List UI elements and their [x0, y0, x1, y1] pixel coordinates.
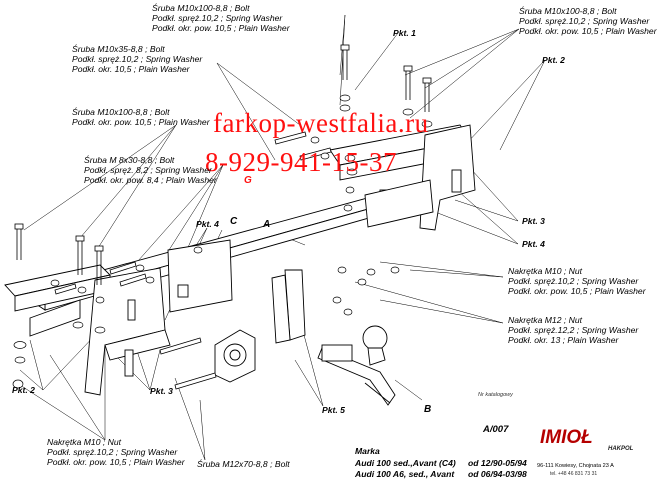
- diagonal-bolts: [54, 131, 332, 390]
- catalog-number: A/007: [483, 424, 509, 435]
- right-bracket: [329, 124, 476, 231]
- catalog-label: Nr katalogowy: [478, 392, 513, 398]
- marka-row-2-years: od 06/94-03/98: [468, 469, 527, 479]
- brand-logo: IMIOŁ: [540, 427, 593, 448]
- towbar-exploded-diagram: [4, 14, 546, 461]
- point-4-right: Pkt. 4: [522, 239, 545, 249]
- point-2-bottom: Pkt. 2: [12, 385, 35, 395]
- part-letter-c: C: [230, 216, 238, 227]
- brand-logo-sub: HAKPOL: [608, 446, 634, 452]
- part-letter-g: G: [244, 175, 252, 186]
- socket-plate: [214, 329, 256, 383]
- point-2-top: Pkt. 2: [542, 55, 565, 65]
- watermark-site: farkop-westfalia.ru: [213, 108, 429, 138]
- marka-row-2-model: Audi 100 A6, sed., Avant: [355, 469, 455, 479]
- label-bolt-m12x70: Śruba M12x70-8,8 ; Bolt: [197, 459, 290, 469]
- brand-tel: tel. +48 46 831 73 31: [550, 471, 598, 477]
- marka-row-1-model: Audi 100 sed.,Avant (C4): [355, 458, 456, 468]
- part-letter-a: A: [263, 219, 271, 230]
- vertical-bolts: [14, 44, 432, 285]
- watermark-phone: 8-929-941-15-37: [205, 147, 397, 177]
- point-5: Pkt. 5: [322, 405, 345, 415]
- marka-title: Marka: [355, 446, 380, 456]
- tow-ball-neck: [317, 325, 396, 406]
- marka-row-1-years: od 12/90-05/94: [468, 458, 527, 468]
- point-4-left: Pkt. 4: [196, 219, 219, 229]
- part-letter-b: B: [424, 404, 432, 415]
- point-3-right: Pkt. 3: [522, 216, 545, 226]
- washers-and-nuts: [12, 94, 433, 389]
- c-plate: [167, 239, 306, 344]
- point-1: Pkt. 1: [393, 28, 416, 38]
- point-3-bottom: Pkt. 3: [150, 386, 173, 396]
- brand-address: 96-111 Kowiesy, Chojnata 23 A: [537, 463, 614, 469]
